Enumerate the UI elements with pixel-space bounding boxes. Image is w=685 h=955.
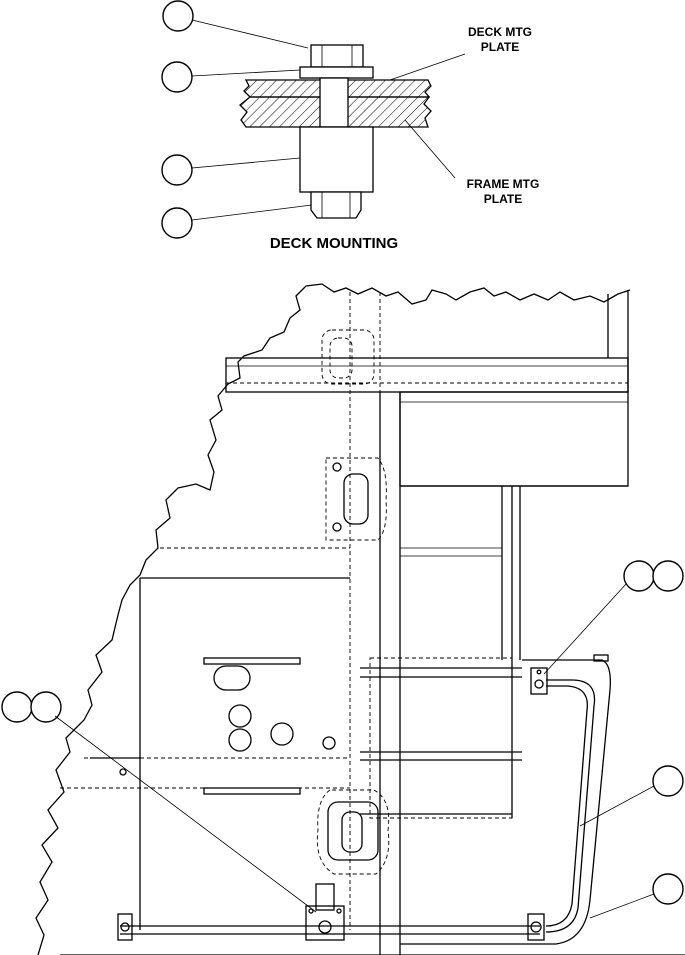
bracket-left — [117, 913, 133, 941]
cabinet-body — [60, 547, 350, 930]
callout-bolt-head — [162, 0, 194, 32]
callout-grab-rail — [652, 765, 684, 797]
deck-mtg-plate-label-line1: DECK MTG — [468, 25, 532, 39]
frame-mtg-plate-label-line2: PLATE — [484, 192, 522, 206]
bolt-head — [310, 44, 364, 68]
callout-left-a — [1, 691, 33, 723]
lower-handle — [316, 789, 390, 875]
callout-nut — [161, 207, 193, 239]
callout-right-b — [652, 560, 684, 592]
upper-handle — [321, 329, 387, 541]
callout-right-a — [623, 560, 655, 592]
bottom-rail — [60, 925, 685, 955]
top-frame-rail — [225, 357, 629, 393]
callout-washer — [161, 61, 193, 93]
frame-mtg-plate-label-line1: FRAME MTG — [467, 177, 540, 191]
spacer — [299, 126, 374, 193]
grab-rail — [400, 654, 611, 945]
break-line — [35, 283, 631, 955]
callout-left-b — [30, 691, 62, 723]
callout-spacer — [161, 154, 193, 186]
side-panel — [349, 292, 401, 955]
bolt-shank — [319, 77, 349, 128]
washer — [299, 66, 374, 79]
bracket-right-lower — [527, 913, 545, 941]
bracket-center — [305, 883, 345, 941]
nut — [310, 191, 362, 219]
main-assembly-view — [1, 283, 685, 955]
deck-mtg-plate-label-line2: PLATE — [481, 40, 519, 54]
deck-mounting-detail: DECK MTG PLATE FRAME MTG PLATE DECK MOUN… — [161, 0, 540, 252]
bracket-right-upper — [530, 667, 548, 695]
callout-bottom-rail — [652, 873, 684, 905]
rear-box — [360, 657, 522, 819]
detail-title: DECK MOUNTING — [270, 235, 398, 252]
